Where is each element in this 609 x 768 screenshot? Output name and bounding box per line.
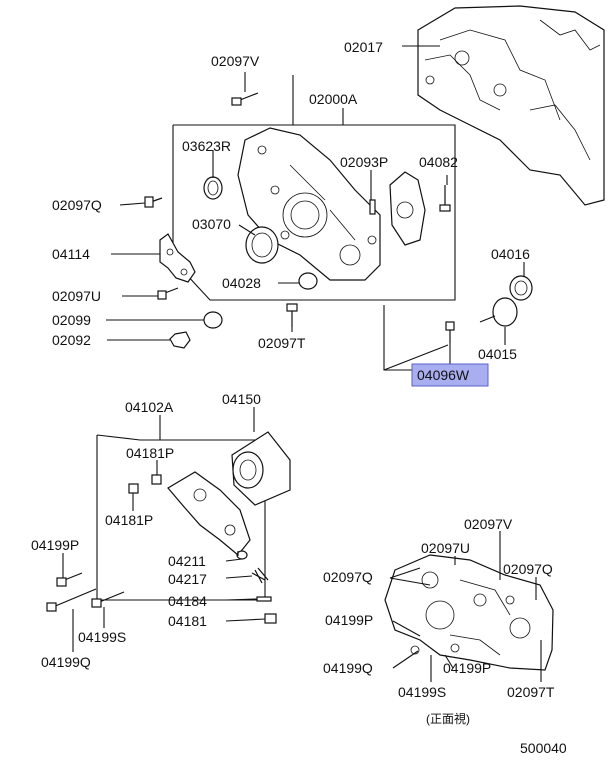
label-04184[interactable]: 04184 bbox=[168, 593, 207, 609]
label-02097Q-bottom-left[interactable]: 02097Q bbox=[323, 569, 373, 585]
label-04199S-left[interactable]: 04199S bbox=[78, 629, 126, 645]
bolt-04096W-part bbox=[445, 321, 455, 343]
label-04082[interactable]: 04082 bbox=[419, 154, 458, 170]
label-02097Q-top[interactable]: 02097Q bbox=[52, 197, 102, 213]
front-case-part bbox=[237, 127, 381, 281]
bolt-04199Q-left-part bbox=[46, 588, 97, 612]
label-04211[interactable]: 04211 bbox=[168, 553, 206, 569]
oil-filter-part bbox=[231, 431, 291, 506]
label-02097V-bottom[interactable]: 02097V bbox=[464, 516, 513, 532]
seal-part bbox=[245, 226, 279, 264]
pump-cover-part bbox=[389, 171, 426, 246]
label-02097V-top[interactable]: 02097V bbox=[211, 53, 260, 69]
label-04181P-b[interactable]: 04181P bbox=[105, 512, 153, 528]
label-02093P[interactable]: 02093P bbox=[340, 154, 388, 170]
label-04199P-left[interactable]: 04199P bbox=[31, 537, 79, 553]
label-04199P-bottom-left[interactable]: 04199P bbox=[325, 612, 373, 628]
label-02017[interactable]: 02017 bbox=[344, 39, 383, 55]
bolt-02097Q-part bbox=[144, 196, 163, 208]
gasket-02092-part bbox=[169, 331, 191, 349]
label-04015[interactable]: 04015 bbox=[478, 346, 517, 362]
gear-04015-part bbox=[479, 297, 518, 327]
label-03070[interactable]: 03070 bbox=[192, 216, 231, 232]
gasket-plate-part bbox=[159, 233, 196, 283]
label-04096W[interactable]: 04096W bbox=[417, 367, 470, 383]
bolt-04199S-left-part bbox=[91, 591, 125, 608]
label-04199Q-bottom[interactable]: 04199Q bbox=[323, 660, 373, 676]
label-04181P-a[interactable]: 04181P bbox=[126, 445, 174, 461]
label-04016[interactable]: 04016 bbox=[491, 246, 530, 262]
label-04181[interactable]: 04181 bbox=[168, 613, 207, 629]
pin-part bbox=[369, 199, 376, 215]
engine-block-part bbox=[417, 5, 605, 206]
label-04199Q-left[interactable]: 04199Q bbox=[41, 654, 91, 670]
bolt-02097V-part bbox=[231, 92, 259, 106]
bolt-02097T-part bbox=[286, 303, 298, 327]
diagram-id: 500040 bbox=[520, 740, 567, 756]
oil-seal-part bbox=[203, 176, 223, 200]
label-02097U-top[interactable]: 02097U bbox=[52, 288, 101, 304]
bolt-04082-part bbox=[439, 185, 451, 212]
label-04217[interactable]: 04217 bbox=[168, 571, 207, 587]
label-03623R[interactable]: 03623R bbox=[182, 138, 231, 154]
assembled-front-view bbox=[384, 554, 554, 671]
label-04199P-bottom-right[interactable]: 04199P bbox=[443, 660, 491, 676]
leader-lines bbox=[62, 45, 542, 682]
highlight-box bbox=[411, 363, 489, 387]
bolt-02097U-part bbox=[157, 287, 179, 300]
label-02099[interactable]: 02099 bbox=[52, 312, 91, 328]
plug-04181-part bbox=[264, 613, 277, 624]
plug-a-part bbox=[151, 474, 162, 485]
label-02097Q-bottom-right[interactable]: 02097Q bbox=[503, 561, 553, 577]
label-02097T-top[interactable]: 02097T bbox=[258, 335, 306, 351]
label-02092[interactable]: 02092 bbox=[52, 332, 91, 348]
bolt-04199P-left-part bbox=[56, 572, 83, 587]
o-ring-part bbox=[298, 272, 318, 290]
label-04102A[interactable]: 04102A bbox=[125, 399, 174, 415]
plug-b-part bbox=[128, 483, 139, 494]
view-note: (正面視) bbox=[426, 711, 470, 726]
label-04199S-bottom[interactable]: 04199S bbox=[398, 684, 446, 700]
relief-spring-part bbox=[251, 567, 269, 584]
filter-bracket-part bbox=[167, 471, 251, 556]
gear-04016-part bbox=[509, 275, 533, 301]
label-02000A[interactable]: 02000A bbox=[309, 91, 358, 107]
label-04150[interactable]: 04150 bbox=[222, 391, 261, 407]
label-04114[interactable]: 04114 bbox=[52, 246, 90, 262]
label-04028[interactable]: 04028 bbox=[222, 275, 261, 291]
label-02097T-bottom[interactable]: 02097T bbox=[507, 684, 555, 700]
o-ring-02099-part bbox=[203, 311, 223, 329]
gasket-04184-part bbox=[256, 596, 272, 602]
label-02097U-bottom[interactable]: 02097U bbox=[421, 540, 470, 556]
